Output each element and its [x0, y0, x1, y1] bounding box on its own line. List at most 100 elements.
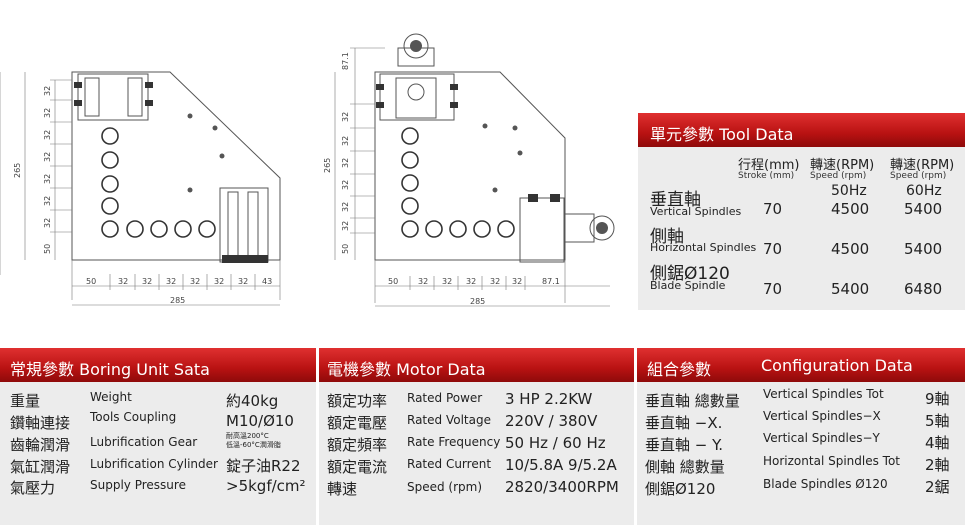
motor-row-zh: 額定頻率 — [327, 436, 388, 454]
col-speed50-en: Speed (rpm) — [810, 171, 867, 181]
row-horizontal-speed50: 4500 — [831, 240, 870, 258]
row-blade-speed60: 6480 — [904, 280, 943, 298]
row-vertical-speed50: 4500 — [831, 200, 870, 218]
divider — [316, 348, 319, 525]
right-width-total: 285 — [470, 297, 485, 306]
boring-row-en: Supply Pressure — [90, 478, 186, 492]
right-hdim: 32 — [490, 277, 500, 286]
boring-row-zh: 氣缸潤滑 — [10, 458, 71, 476]
motor-row-val: 10/5.8A 9/5.2A — [505, 456, 617, 474]
left-vdim: 32 — [43, 130, 52, 140]
config-row-zh: 側鋸Ø120 — [645, 480, 716, 498]
right-vdim: 50 — [341, 244, 350, 254]
boring-row-zh: 氣壓力 — [10, 479, 56, 497]
tool-data-title: 單元參數 Tool Data — [650, 125, 794, 144]
row-blade-zh: 側鋸Ø120 — [650, 264, 730, 284]
config-row-val: 9軸 — [925, 390, 950, 408]
motor-row-zh: 轉速 — [327, 480, 358, 498]
left-hdim: 32 — [214, 277, 224, 286]
row-blade-en: Blade Spindle — [650, 279, 726, 292]
motor-row-val: 50 Hz / 60 Hz — [505, 434, 606, 452]
config-header: 組合參數 Configuration Data — [637, 348, 965, 382]
right-hdim: 32 — [442, 277, 452, 286]
left-hdim: 32 — [238, 277, 248, 286]
config-row-zh: 垂直軸 −X. — [645, 414, 723, 432]
motor-row-en: Speed (rpm) — [407, 480, 483, 494]
right-drawing: 265 87.1 32 32 32 32 32 32 50 50 32 32 3… — [323, 33, 615, 307]
right-hdim: 32 — [466, 277, 476, 286]
right-vdim: 32 — [341, 202, 350, 212]
left-hdim: 32 — [190, 277, 200, 286]
right-horizontal-dims: 50 32 32 32 32 32 87.1 — [388, 277, 560, 286]
col-speed60-zh: 轉速(RPM) — [890, 158, 955, 173]
left-vdim: 32 — [43, 152, 52, 162]
boring-row-en: Weight — [90, 390, 132, 404]
col-speed60-sub: 60Hz — [906, 183, 942, 199]
motor-row-zh: 額定電壓 — [327, 414, 388, 432]
motor-row-val: 220V / 380V — [505, 412, 598, 430]
config-row-en: Vertical Spindles−Y — [763, 431, 880, 445]
left-vdim: 32 — [43, 86, 52, 96]
left-vdim: 32 — [43, 174, 52, 184]
config-row-en: Vertical Spindles−X — [763, 409, 881, 423]
boring-row-val: M10/Ø10 — [226, 412, 294, 430]
right-hdim: 50 — [388, 277, 398, 286]
boring-title: 常規參數 Boring Unit Sata — [10, 360, 210, 379]
motor-panel: 電機參數 Motor Data 額定功率 Rated Power 3 HP 2.… — [319, 348, 634, 525]
config-row-val: 4軸 — [925, 434, 950, 452]
motor-row-en: Rate Frequency — [407, 435, 501, 449]
motor-header: 電機參數 Motor Data — [319, 348, 634, 382]
boring-row-zh: 鑽軸連接 — [10, 414, 71, 432]
motor-row-val: 2820/3400RPM — [505, 478, 619, 496]
motor-row-en: Rated Current — [407, 457, 492, 471]
left-vdim: 32 — [43, 108, 52, 118]
row-blade-speed50: 5400 — [831, 280, 870, 298]
right-top-dim: 87.1 — [341, 52, 350, 70]
config-row-val: 2軸 — [925, 456, 950, 474]
row-vertical-stroke: 70 — [763, 200, 783, 218]
row-vertical-speed60: 5400 — [904, 200, 943, 218]
right-vdim: 32 — [341, 136, 350, 146]
config-row-en: Blade Spindles Ø120 — [763, 477, 888, 491]
config-title-en: Configuration Data — [761, 356, 913, 375]
right-vdim: 32 — [341, 221, 350, 231]
config-title-zh: 組合參數 — [647, 360, 712, 379]
right-hdim: 87.1 — [542, 277, 560, 286]
right-hdim: 32 — [512, 277, 522, 286]
left-width-total: 285 — [170, 296, 185, 305]
row-blade-stroke: 70 — [763, 280, 783, 298]
right-vdim: 32 — [341, 158, 350, 168]
left-vdim: 32 — [43, 218, 52, 228]
row-horizontal-speed60: 5400 — [904, 240, 943, 258]
row-horizontal-en: Horizontal Spindles — [650, 241, 757, 254]
left-hdim: 32 — [118, 277, 128, 286]
config-row-zh: 側軸 總數量 — [645, 458, 725, 476]
motor-row-zh: 額定功率 — [327, 392, 388, 410]
row-horizontal-zh: 側軸 — [650, 227, 684, 247]
config-row-zh: 垂直軸 總數量 — [645, 392, 740, 410]
row-vertical-en: Vertical Spindles — [650, 205, 742, 218]
boring-row-en: Lubrification Cylinder — [90, 457, 218, 471]
boring-row-val: >5kgf/cm² — [226, 477, 306, 495]
config-row-en: Vertical Spindles Tot — [763, 387, 884, 401]
boring-row-val: 錠子油R22 — [226, 457, 301, 475]
col-speed50-sub: 50Hz — [831, 183, 867, 199]
motor-row-en: Rated Power — [407, 391, 483, 405]
tool-data-header: 單元參數 Tool Data — [638, 113, 965, 147]
left-hdim: 32 — [142, 277, 152, 286]
right-vdim: 32 — [341, 180, 350, 190]
col-stroke-zh: 行程(mm) — [738, 158, 800, 173]
boring-row-note: 耐高溫200°C — [226, 432, 269, 440]
config-row-zh: 垂直軸 − Y. — [645, 436, 723, 454]
boring-header: 常規參數 Boring Unit Sata — [0, 348, 316, 382]
motor-row-zh: 額定電流 — [327, 458, 388, 476]
config-row-val: 2鋸 — [925, 478, 950, 496]
left-vertical-dims: 32 32 32 32 32 32 32 50 — [43, 86, 52, 254]
boring-row-val: 約40kg — [226, 392, 279, 410]
boring-row-en: Lubrification Gear — [90, 435, 198, 449]
right-vertical-dims: 32 32 32 32 32 32 50 — [341, 112, 350, 254]
motor-row-en: Rated Voltage — [407, 413, 491, 427]
motor-title: 電機參數 Motor Data — [327, 360, 486, 379]
row-vertical-zh: 垂直軸 — [650, 190, 701, 210]
motor-row-val: 3 HP 2.2KW — [505, 390, 593, 408]
